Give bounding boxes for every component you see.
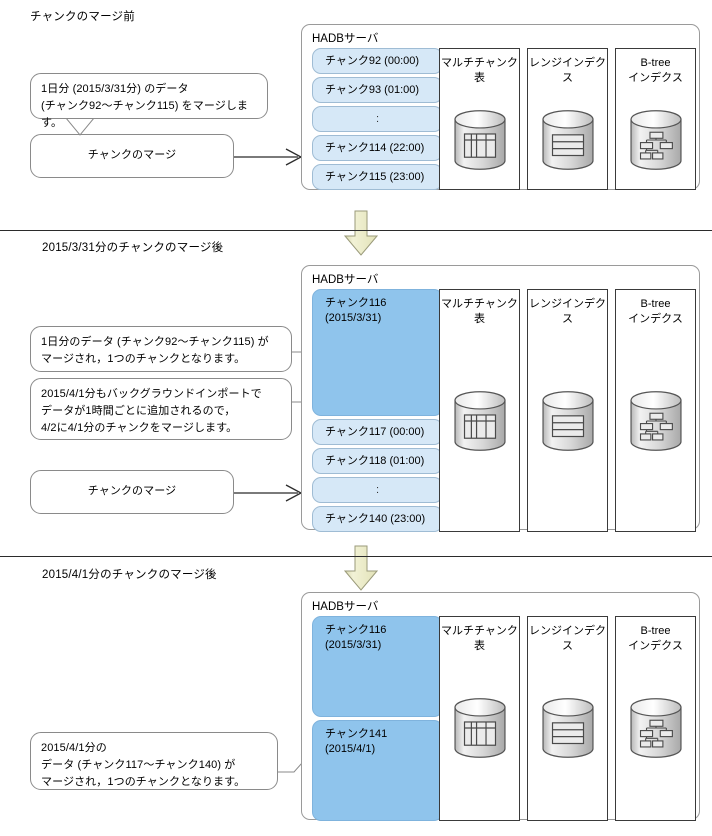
component-label: マルチチャンク表 xyxy=(441,298,518,325)
component-label: B-tree インデクス xyxy=(628,298,683,325)
component-label: B-tree インデクス xyxy=(628,625,683,652)
leader-line-before-note xyxy=(65,118,95,136)
chunk-item: : xyxy=(312,106,443,132)
component-label: レンジインデクス xyxy=(529,625,606,652)
component-card-btree-index: B-tree インデクス xyxy=(615,48,696,190)
component-card-range-index: レンジインデクス xyxy=(527,48,608,190)
callout-after0331-note1: 1日分のデータ (チャンク92～チャンク115) が マージされ，1つのチャンク… xyxy=(30,326,292,372)
arrow-before-action-to-server xyxy=(234,148,303,166)
chunk-item: チャンク114 (22:00) xyxy=(312,135,443,161)
multi-chunk-table-cylinder-icon xyxy=(453,390,507,452)
section-caption-after-0401: 2015/4/1分のチャンクのマージ後 xyxy=(42,569,217,581)
component-card-multi-chunk-table: マルチチャンク表 xyxy=(439,616,520,821)
component-label: マルチチャンク表 xyxy=(441,625,518,652)
arrow-after0331-action-to-server xyxy=(234,484,303,502)
hadb-server-panel-before: HADBサーバ チャンク92 (00:00) チャンク93 (01:00) : … xyxy=(301,24,702,190)
section-caption-before: チャンクのマージ前 xyxy=(30,11,135,23)
chunk-item: チャンク117 (00:00) xyxy=(312,419,443,445)
callout-before-action: チャンクのマージ xyxy=(30,134,234,178)
callout-before-note: 1日分 (2015/3/31分) のデータ (チャンク92～チャンク115) を… xyxy=(30,73,268,129)
component-label: マルチチャンク表 xyxy=(441,57,518,84)
chunk-item-merged: チャンク116 (2015/3/31) xyxy=(312,616,443,717)
component-card-btree-index: B-tree インデクス xyxy=(615,616,696,821)
multi-chunk-table-cylinder-icon xyxy=(453,109,507,171)
chunk-item-merged: チャンク116 (2015/3/31) xyxy=(312,289,443,416)
chunk-item: チャンク93 (01:00) xyxy=(312,77,443,103)
chunk-item: チャンク115 (23:00) xyxy=(312,164,443,190)
section-caption-after-0331: 2015/3/31分のチャンクのマージ後 xyxy=(42,242,224,254)
range-index-cylinder-icon xyxy=(541,109,595,171)
chunk-item: チャンク92 (00:00) xyxy=(312,48,443,74)
section-divider xyxy=(0,230,712,231)
server-title-after-0401: HADBサーバ xyxy=(312,601,379,613)
chunk-item: : xyxy=(312,477,443,503)
component-card-range-index: レンジインデクス xyxy=(527,616,608,821)
hadb-server-panel-after-0401: HADBサーバ チャンク116 (2015/3/31) チャンク141 (201… xyxy=(301,592,702,821)
component-label: レンジインデクス xyxy=(529,298,606,325)
flow-arrow-before-to-after0331 xyxy=(344,210,378,256)
component-label: B-tree インデクス xyxy=(628,57,683,84)
callout-after0331-note2: 2015/4/1分もバックグラウンドインポートで データが1時間ごとに追加される… xyxy=(30,378,292,440)
chunk-item: チャンク140 (23:00) xyxy=(312,506,443,532)
callout-after0401-note: 2015/4/1分の データ (チャンク117～チャンク140) が マージされ… xyxy=(30,732,278,790)
component-card-multi-chunk-table: マルチチャンク表 xyxy=(439,48,520,190)
callout-after0331-action: チャンクのマージ xyxy=(30,470,234,514)
chunk-item: チャンク118 (01:00) xyxy=(312,448,443,474)
server-title-after-0331: HADBサーバ xyxy=(312,274,379,286)
section-divider xyxy=(0,556,712,557)
server-title-before: HADBサーバ xyxy=(312,33,379,45)
component-card-multi-chunk-table: マルチチャンク表 xyxy=(439,289,520,532)
range-index-cylinder-icon xyxy=(541,697,595,759)
component-card-btree-index: B-tree インデクス xyxy=(615,289,696,532)
range-index-cylinder-icon xyxy=(541,390,595,452)
btree-index-cylinder-icon xyxy=(629,109,683,171)
multi-chunk-table-cylinder-icon xyxy=(453,697,507,759)
btree-index-cylinder-icon xyxy=(629,390,683,452)
component-card-range-index: レンジインデクス xyxy=(527,289,608,532)
hadb-server-panel-after-0331: HADBサーバ チャンク116 (2015/3/31) チャンク117 (00:… xyxy=(301,265,702,532)
chunk-item-merged: チャンク141 (2015/4/1) xyxy=(312,720,443,821)
component-label: レンジインデクス xyxy=(529,57,606,84)
btree-index-cylinder-icon xyxy=(629,697,683,759)
flow-arrow-after0331-to-after0401 xyxy=(344,545,378,591)
